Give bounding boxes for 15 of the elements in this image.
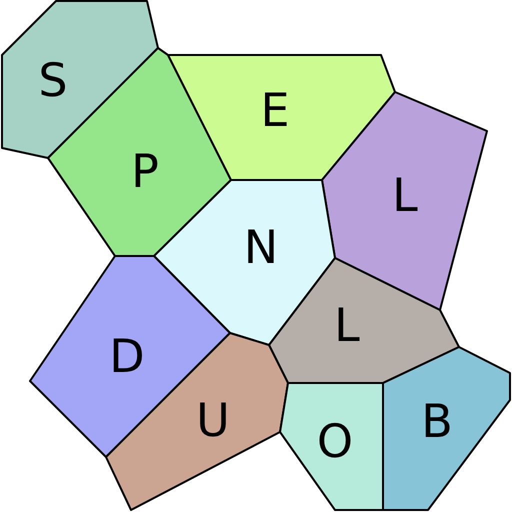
region-letter: S	[38, 57, 68, 103]
voronoi-region	[104, 331, 290, 512]
region-letter: N	[244, 224, 278, 270]
region-letter: P	[131, 148, 159, 194]
region-letter: O	[316, 418, 354, 464]
region-letter: U	[196, 397, 230, 443]
voronoi-region	[381, 345, 512, 512]
region-letter: L	[392, 172, 418, 218]
region-letter: D	[109, 333, 145, 379]
voronoi-region	[28, 254, 232, 459]
region-letter: B	[421, 398, 453, 444]
voronoi-region	[278, 381, 385, 512]
voronoi-region	[166, 53, 397, 182]
region-letter: L	[334, 302, 360, 348]
region-letter: E	[260, 87, 290, 133]
